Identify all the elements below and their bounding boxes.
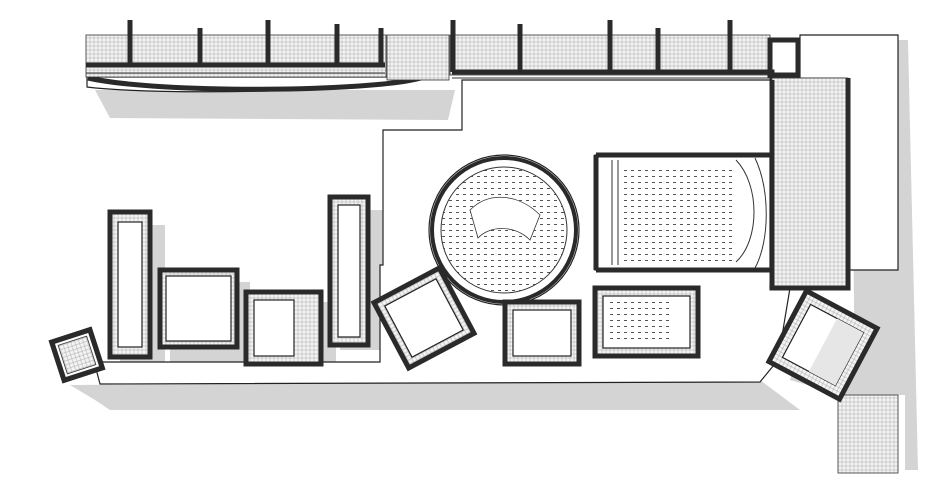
auditorium: [593, 152, 771, 273]
circular-theatre: [428, 154, 580, 306]
right-wing: [769, 77, 851, 291]
pavilion-boxes: [48, 194, 881, 403]
